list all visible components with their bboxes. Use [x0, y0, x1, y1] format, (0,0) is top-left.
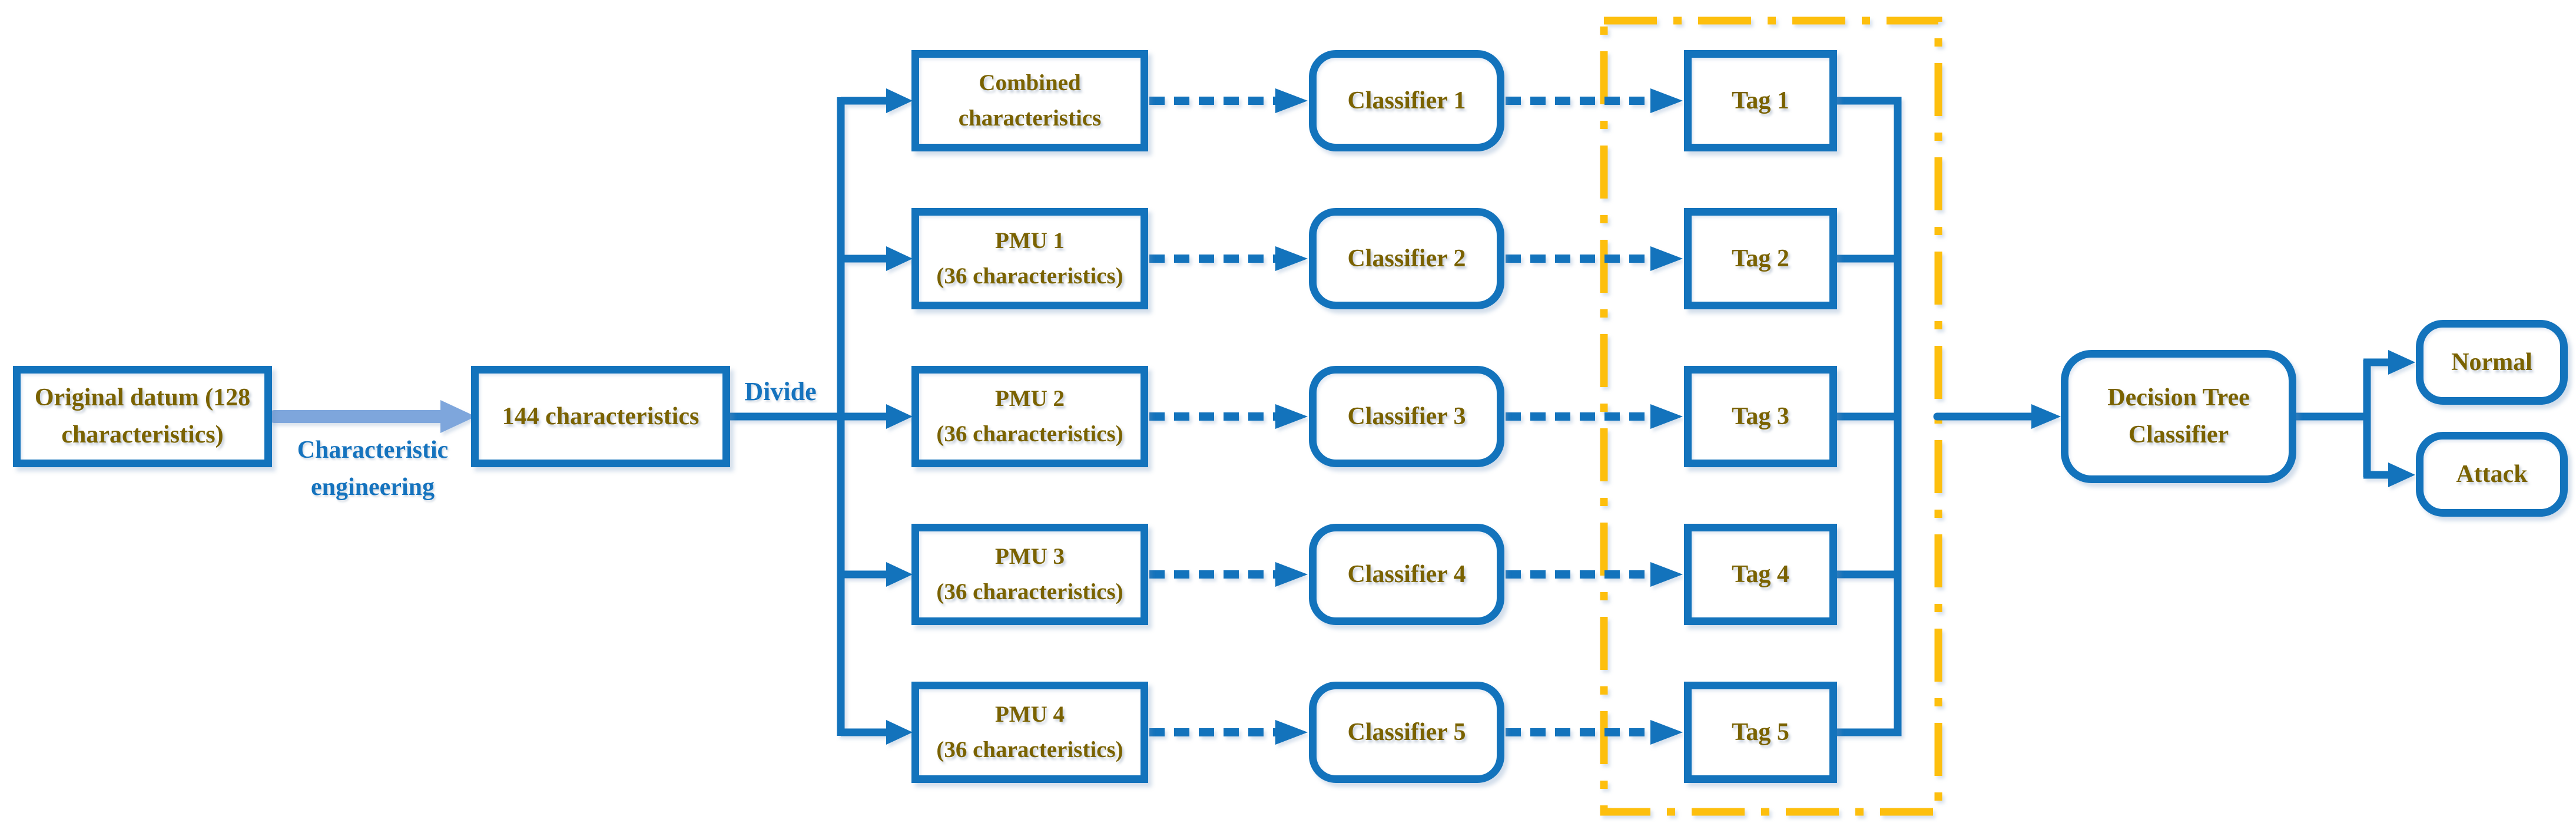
original-datum-node: Original datum (128 characteristics): [13, 366, 272, 467]
tag-collector-line: [1837, 97, 1902, 736]
normal-node: Normal: [2416, 320, 2568, 405]
collector-to-decision-arrow: [1933, 404, 2061, 429]
source-node-pmu-1: PMU 1 (36 characteristics): [911, 208, 1148, 309]
attack-node: Attack: [2416, 432, 2568, 517]
tag-node-1: Tag 1: [1684, 50, 1837, 151]
source-node-pmu-2: PMU 2 (36 characteristics): [911, 366, 1148, 467]
decision-output-arrows: [2292, 350, 2415, 487]
classifier-node-2: Classifier 2: [1309, 208, 1504, 309]
source-node-pmu-4: PMU 4 (36 characteristics): [911, 682, 1148, 783]
classifier-node-1: Classifier 1: [1309, 50, 1504, 151]
tag-node-5: Tag 5: [1684, 682, 1837, 783]
tag-node-4: Tag 4: [1684, 524, 1837, 625]
decision-tree-node: Decision Tree Classifier: [2061, 350, 2296, 483]
divide-label: Divide: [744, 377, 817, 406]
branch-arrows: [841, 88, 913, 745]
source-to-classifier-arrows: [1149, 88, 1308, 745]
classifier-to-tag-arrows: [1506, 88, 1683, 745]
characteristic-engineering-label: Characteristic engineering: [297, 437, 449, 501]
tag-node-2: Tag 2: [1684, 208, 1837, 309]
classifier-node-5: Classifier 5: [1309, 682, 1504, 783]
tag-node-3: Tag 3: [1684, 366, 1837, 467]
source-node-combined: Combined characteristics: [911, 50, 1148, 151]
classifier-node-4: Classifier 4: [1309, 524, 1504, 625]
characteristic-engineering-arrow: [268, 400, 476, 433]
source-node-pmu-3: PMU 3 (36 characteristics): [911, 524, 1148, 625]
classifier-node-3: Classifier 3: [1309, 366, 1504, 467]
features-144-node: 144 characteristics: [471, 366, 730, 467]
